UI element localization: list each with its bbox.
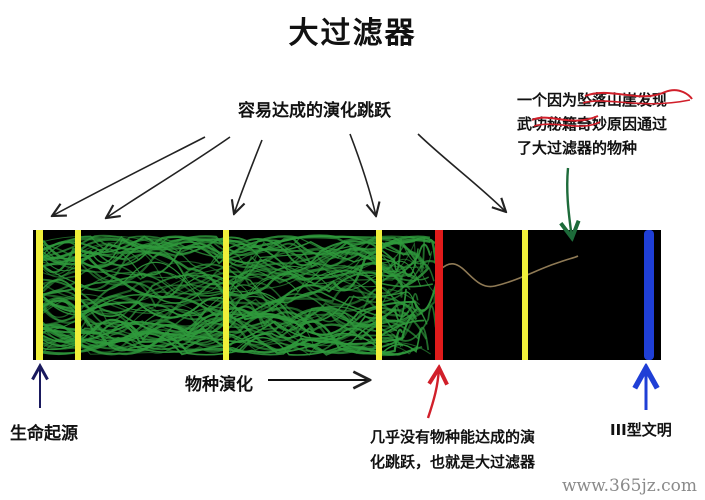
species-strand xyxy=(42,240,435,297)
great-filter-arrow xyxy=(426,368,439,419)
easy-transitions-label: 容易达成的演化跳跃 xyxy=(238,101,391,121)
strike-scribble-3 xyxy=(531,115,599,122)
civilization-barrier xyxy=(644,230,654,360)
species-strand xyxy=(42,279,438,336)
strike-scribble-4 xyxy=(533,121,601,127)
species-strand xyxy=(42,319,425,356)
species-strand xyxy=(42,250,416,314)
species-evolution-label: 物种演化 xyxy=(185,375,253,395)
watermark: www.365jz.com xyxy=(562,476,697,496)
species-strand xyxy=(42,235,433,277)
species-strand xyxy=(42,243,424,324)
species-strand xyxy=(42,241,417,297)
great-filter-caption: 几乎没有物种能达成的演化跳跃，也就是大过滤器 xyxy=(370,428,536,471)
barrier-easy-1 xyxy=(75,230,81,360)
arrow-to-easy-4 xyxy=(349,133,376,216)
surviving-strand xyxy=(439,255,579,288)
species-strand xyxy=(42,235,416,279)
strike-scribble-1 xyxy=(584,89,693,100)
arrow-to-easy-3 xyxy=(234,139,263,214)
species-strand xyxy=(42,289,430,351)
species-strands xyxy=(42,234,438,357)
arrow-to-easy-2 xyxy=(106,136,231,218)
barrier-origin xyxy=(36,230,43,360)
origin-of-life-label: 生命起源 xyxy=(10,424,78,444)
barrier-late xyxy=(522,230,528,360)
barrier-easy-3 xyxy=(376,230,382,360)
species-strand xyxy=(42,238,438,318)
arrow-to-easy-1 xyxy=(52,136,206,216)
barrier-easy-2 xyxy=(223,230,229,360)
species-strand xyxy=(42,299,415,354)
species-strand xyxy=(42,293,419,348)
species-strand xyxy=(42,321,398,350)
great-filter-barrier xyxy=(435,230,443,360)
strike-scribble-2 xyxy=(582,99,691,105)
species-strand xyxy=(42,273,420,327)
note-line-3: 了大过滤器的物种 xyxy=(517,139,638,157)
arrow-to-easy-5 xyxy=(417,133,506,212)
survivor-arrow xyxy=(567,167,572,238)
type-iii-civilization-label: III型文明 xyxy=(610,421,672,439)
species-strand xyxy=(42,235,430,281)
species-strand xyxy=(42,235,437,267)
diagram-title: 大过滤器 xyxy=(288,16,417,51)
